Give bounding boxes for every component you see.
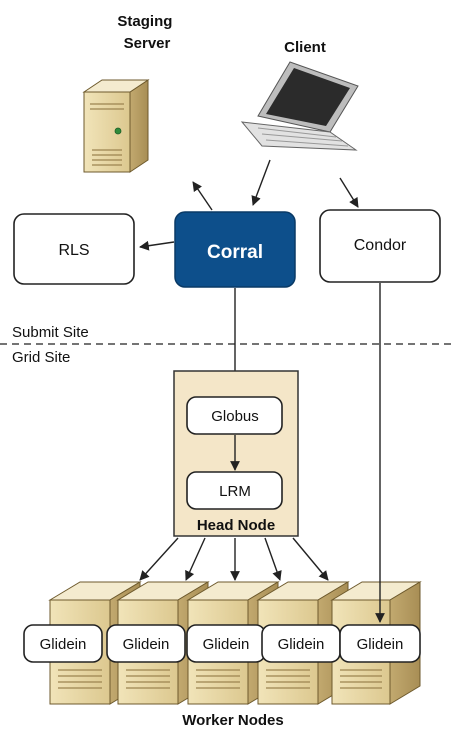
rls-label: RLS [58,242,89,259]
glidein-box [23,624,103,663]
glidein-box [339,624,421,663]
glidein-box [106,624,186,663]
corral-to-rls-arrow [139,240,175,251]
submit-site-label: Submit Site [12,324,89,341]
dispatch-arrow-2 [185,537,206,581]
glidein-label: Glidein [40,636,87,653]
corral-box [174,211,296,288]
head-node-box [173,370,299,537]
glidein-label: Glidein [123,636,170,653]
staging-server-icon [82,79,150,173]
dispatch-arrow-1 [139,537,179,581]
glidein-label: Glidein [278,636,325,653]
corral-to-staging-arrow [192,181,213,211]
dispatch-arrow-4 [264,537,282,581]
client-label: Client [284,39,326,56]
corral-label: Corral [207,242,263,263]
glidein-label: Glidein [203,636,250,653]
staging-server-label-line1: Staging [117,13,172,30]
condor-box [319,209,441,283]
staging-server-label: Staging Server [117,13,176,52]
dispatch-arrow-5 [292,537,329,581]
laptop-icon [240,61,359,151]
globus-box [186,396,283,435]
lrm-label: LRM [219,483,251,500]
glidein-label: Glidein [357,636,404,653]
condor-label: Condor [354,237,407,254]
client-to-condor-arrow [339,177,359,208]
globus-label: Globus [211,408,259,425]
worker-nodes-label: Worker Nodes [182,712,283,729]
rls-box [13,213,135,285]
head-node-label: Head Node [197,517,275,534]
staging-server-label-line2: Server [124,35,171,52]
grid-site-label: Grid Site [12,349,70,366]
glidein-boxes: Glidein Glidein Glidein Glidein Glidein [23,624,421,663]
lrm-box [186,471,283,510]
client-to-corral-arrow [251,159,271,206]
